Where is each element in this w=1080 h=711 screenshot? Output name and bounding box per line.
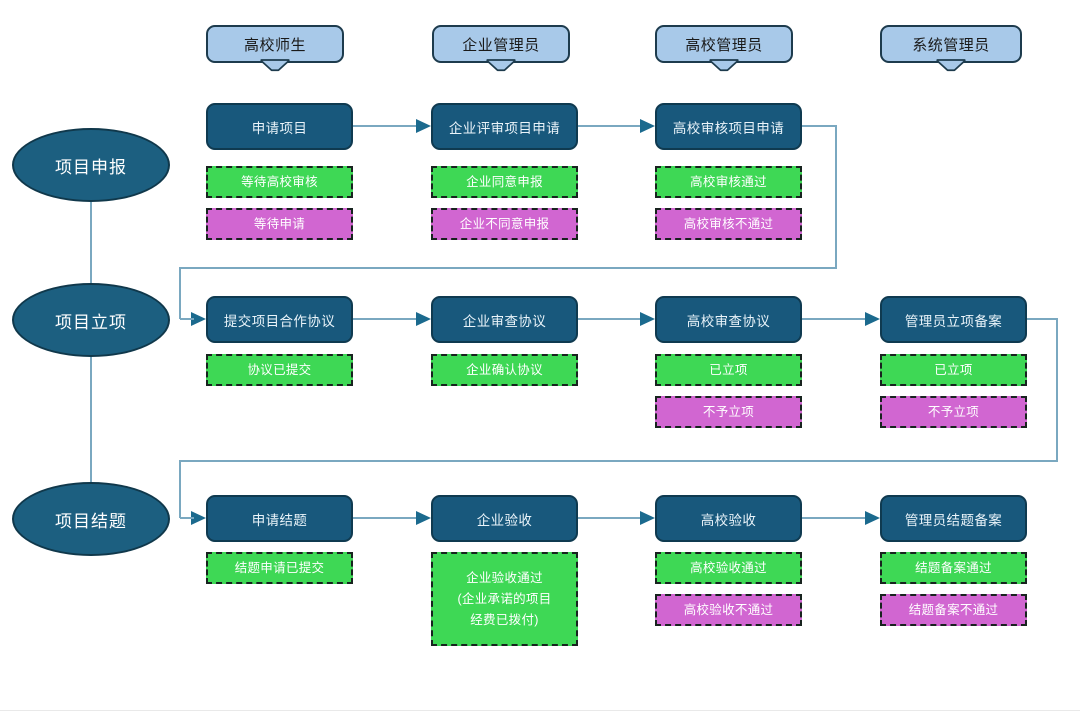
process-box-label: 管理员立项备案: [904, 313, 1003, 329]
status-box-label: 等待申请: [253, 216, 306, 231]
speech-bubble-tail-icon: [486, 59, 516, 72]
status-box-label: 企业确认协议: [466, 362, 543, 377]
status-box-reject: 结题备案不通过: [880, 594, 1027, 626]
status-box-success: 结题申请已提交: [206, 552, 353, 584]
status-box-label: 协议已提交: [247, 362, 312, 377]
status-box-label: 高校审核不通过: [683, 216, 774, 231]
status-box-success: 等待高校审核: [206, 166, 353, 198]
speech-bubble-tail-icon: [936, 59, 966, 72]
process-box-label: 管理员结题备案: [904, 512, 1003, 528]
process-box[interactable]: 管理员立项备案: [880, 296, 1027, 343]
connector-enterprise-check-to-school-check: [578, 312, 655, 326]
connector-enterprise-review-to-school-review: [578, 119, 655, 133]
role-header-label: 高校管理员: [685, 36, 763, 54]
role-header-label: 高校师生: [243, 36, 306, 54]
status-box-label: 结题备案不通过: [908, 602, 999, 617]
status-box-success: 企业确认协议: [431, 354, 578, 386]
status-box-label: 企业不同意申报: [459, 216, 550, 231]
status-box-success: 高校审核通过: [655, 166, 802, 198]
status-box-label: 结题申请已提交: [234, 560, 325, 575]
stage-label: 项目申报: [55, 157, 127, 177]
process-box[interactable]: 管理员结题备案: [880, 495, 1027, 542]
status-box-label: 等待高校审核: [241, 174, 318, 189]
status-box-label: 不予立项: [702, 404, 755, 419]
process-box-label: 企业验收: [476, 512, 533, 528]
process-box[interactable]: 高校审查协议: [655, 296, 802, 343]
status-box-label: 高校验收不通过: [683, 602, 774, 617]
status-box-reject: 高校验收不通过: [655, 594, 802, 626]
stage-ellipse-1: 项目申报: [12, 128, 170, 202]
status-box-label: 已立项: [709, 362, 748, 377]
process-box[interactable]: 申请结题: [206, 495, 353, 542]
process-box-label: 申请项目: [251, 120, 308, 136]
stage-label: 项目立项: [55, 312, 127, 332]
process-box[interactable]: 申请项目: [206, 103, 353, 150]
connector-submit-agreement-to-enterprise-check: [353, 312, 431, 326]
role-header-label: 系统管理员: [912, 36, 990, 54]
status-box-reject: 不予立项: [880, 396, 1027, 428]
connector-apply-completion-to-enterprise-accept: [353, 511, 431, 525]
status-box-reject: 企业不同意申报: [431, 208, 578, 240]
status-box-success: 已立项: [655, 354, 802, 386]
stage-label: 项目结题: [55, 511, 127, 531]
connector-enterprise-accept-to-school-accept: [578, 511, 655, 525]
process-box-label: 提交项目合作协议: [223, 313, 336, 329]
role-header-label: 企业管理员: [462, 36, 540, 54]
status-box-label: 结题备案通过: [915, 560, 992, 575]
process-box[interactable]: 高校审核项目申请: [655, 103, 802, 150]
role-header-3: 高校管理员: [655, 25, 793, 72]
status-box-reject: 不予立项: [655, 396, 802, 428]
process-box-label: 高校验收: [700, 512, 757, 528]
process-box-label: 企业审查协议: [462, 313, 547, 329]
speech-bubble-tail-icon: [709, 59, 739, 72]
process-box[interactable]: 企业评审项目申请: [431, 103, 578, 150]
connector-school-accept-to-admin-completion-record: [802, 511, 880, 525]
status-box-reject: 等待申请: [206, 208, 353, 240]
connector-school-check-to-admin-record: [802, 312, 880, 326]
role-header-4: 系统管理员: [880, 25, 1022, 72]
status-box-reject: 高校审核不通过: [655, 208, 802, 240]
stage-ellipse-2: 项目立项: [12, 283, 170, 357]
status-box-label: 高校审核通过: [690, 174, 767, 189]
role-header-1: 高校师生: [206, 25, 344, 72]
status-box-label: 不予立项: [927, 404, 980, 419]
status-box-label: 企业验收通过 (企业承诺的项目 经费已拨付): [457, 570, 552, 627]
process-box-label: 申请结题: [251, 512, 308, 528]
status-box-success: 协议已提交: [206, 354, 353, 386]
stage-ellipse-3: 项目结题: [12, 482, 170, 556]
process-box[interactable]: 企业验收: [431, 495, 578, 542]
status-box-label: 已立项: [934, 362, 973, 377]
connector-apply-to-enterprise-review: [353, 119, 431, 133]
status-box-success: 企业验收通过 (企业承诺的项目 经费已拨付): [431, 552, 578, 646]
process-box-label: 高校审查协议: [686, 313, 771, 329]
status-box-success: 高校验收通过: [655, 552, 802, 584]
process-box[interactable]: 高校验收: [655, 495, 802, 542]
speech-bubble-tail-icon: [260, 59, 290, 72]
role-header-2: 企业管理员: [432, 25, 570, 72]
status-box-success: 已立项: [880, 354, 1027, 386]
process-box[interactable]: 提交项目合作协议: [206, 296, 353, 343]
process-box-label: 企业评审项目申请: [448, 120, 561, 136]
process-box[interactable]: 企业审查协议: [431, 296, 578, 343]
status-box-success: 企业同意申报: [431, 166, 578, 198]
status-box-label: 高校验收通过: [690, 560, 767, 575]
process-box-label: 高校审核项目申请: [672, 120, 785, 136]
status-box-label: 企业同意申报: [466, 174, 543, 189]
status-box-success: 结题备案通过: [880, 552, 1027, 584]
